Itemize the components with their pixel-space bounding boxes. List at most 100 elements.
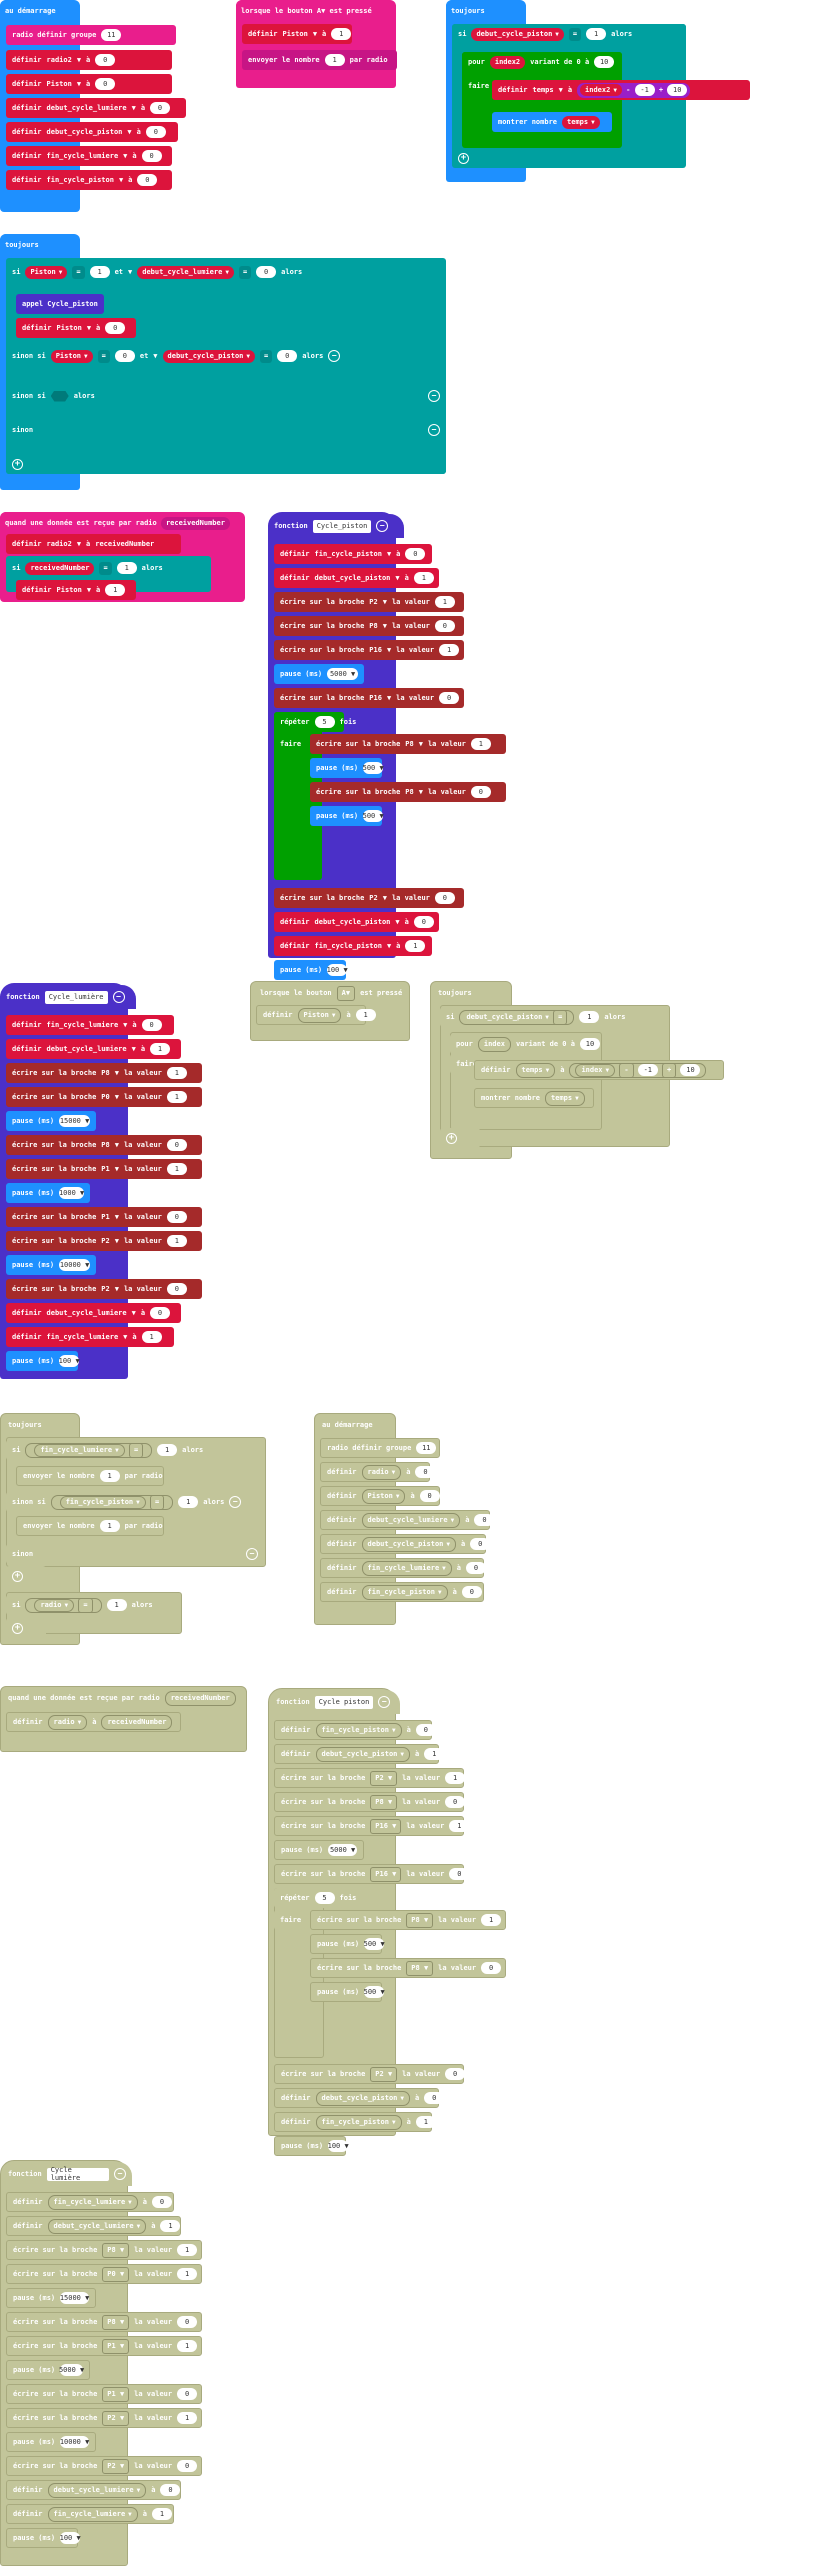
call-cycle-piston-block[interactable]: appel Cycle_piston <box>16 294 104 314</box>
empty-condition-slot[interactable] <box>50 390 69 402</box>
fn-lumiere-pause-10000[interactable]: pause (ms)10000 ▼ <box>6 1255 96 1275</box>
fn-piston-pause-500b[interactable]: pause (ms)500 ▼ <box>310 806 384 826</box>
fn-lumiere-pause-15000[interactable]: pause (ms)15000 ▼ <box>6 1111 96 1131</box>
fn-piston-pause-500a[interactable]: pause (ms)500 ▼ <box>310 758 384 778</box>
chevron-down-icon[interactable]: ▼ <box>76 80 82 88</box>
chevron-down-icon[interactable]: ▼ <box>312 30 318 38</box>
minus-icon[interactable]: − <box>428 390 440 402</box>
fn-lumiere-disabled-pause-10000[interactable]: pause (ms)10000 ▼ <box>6 2432 96 2452</box>
fn-lumiere-pause-100[interactable]: pause (ms)100 ▼ <box>6 1351 80 1371</box>
fn-lumiere-disabled-pause-mid[interactable]: pause (ms)5000 ▼ <box>6 2360 90 2380</box>
chevron-down-icon[interactable]: ▼ <box>127 128 132 136</box>
plus-icon[interactable]: + <box>12 458 23 470</box>
fn-piston-pause-100[interactable]: pause (ms)100 ▼ <box>274 960 348 980</box>
if-block-2[interactable] <box>6 258 446 474</box>
fn-piston-pause-5000[interactable]: pause (ms)5000 ▼ <box>274 664 364 684</box>
chevron-down-icon[interactable]: ▼ <box>131 104 136 112</box>
minus-icon[interactable]: − <box>378 1696 391 1708</box>
minus-icon[interactable]: − <box>229 1496 242 1508</box>
fn-piston-disabled-repeat-do[interactable]: faire <box>274 1910 304 1930</box>
fn-piston-disabled-pause-5000[interactable]: pause (ms)5000 ▼ <box>274 1840 364 1860</box>
chevron-down-icon[interactable]: ▼ <box>118 176 124 184</box>
chevron-down-icon[interactable]: ▼ <box>76 56 82 64</box>
fn-lumiere-pause-mid[interactable]: pause (ms)1000 ▼ <box>6 1183 90 1203</box>
minus-icon[interactable]: − <box>112 991 125 1003</box>
chevron-down-icon[interactable]: ▼ <box>321 7 326 15</box>
plus-icon[interactable]: + <box>458 152 469 164</box>
plus-icon[interactable]: + <box>12 1570 23 1582</box>
plus-icon[interactable]: + <box>446 1132 457 1144</box>
fn-piston-disabled-pause-500b[interactable]: pause (ms)500 ▼ <box>310 1982 385 2002</box>
show-number-block[interactable]: montrer nombre temps▼ <box>492 112 612 132</box>
fn-piston-disabled-pause-500a[interactable]: pause (ms)500 ▼ <box>310 1934 385 1954</box>
fn-lumiere-disabled-pause-15000[interactable]: pause (ms)15000 ▼ <box>6 2288 96 2308</box>
minus-icon[interactable]: − <box>114 2168 126 2180</box>
on-button-block[interactable]: lorsque le bouton A▼ est pressé <box>236 0 396 88</box>
minus-icon[interactable]: − <box>428 424 440 436</box>
function-name-field[interactable]: Cycle_piston <box>312 519 372 533</box>
fn-piston-repeat-do[interactable]: faire <box>274 734 304 754</box>
